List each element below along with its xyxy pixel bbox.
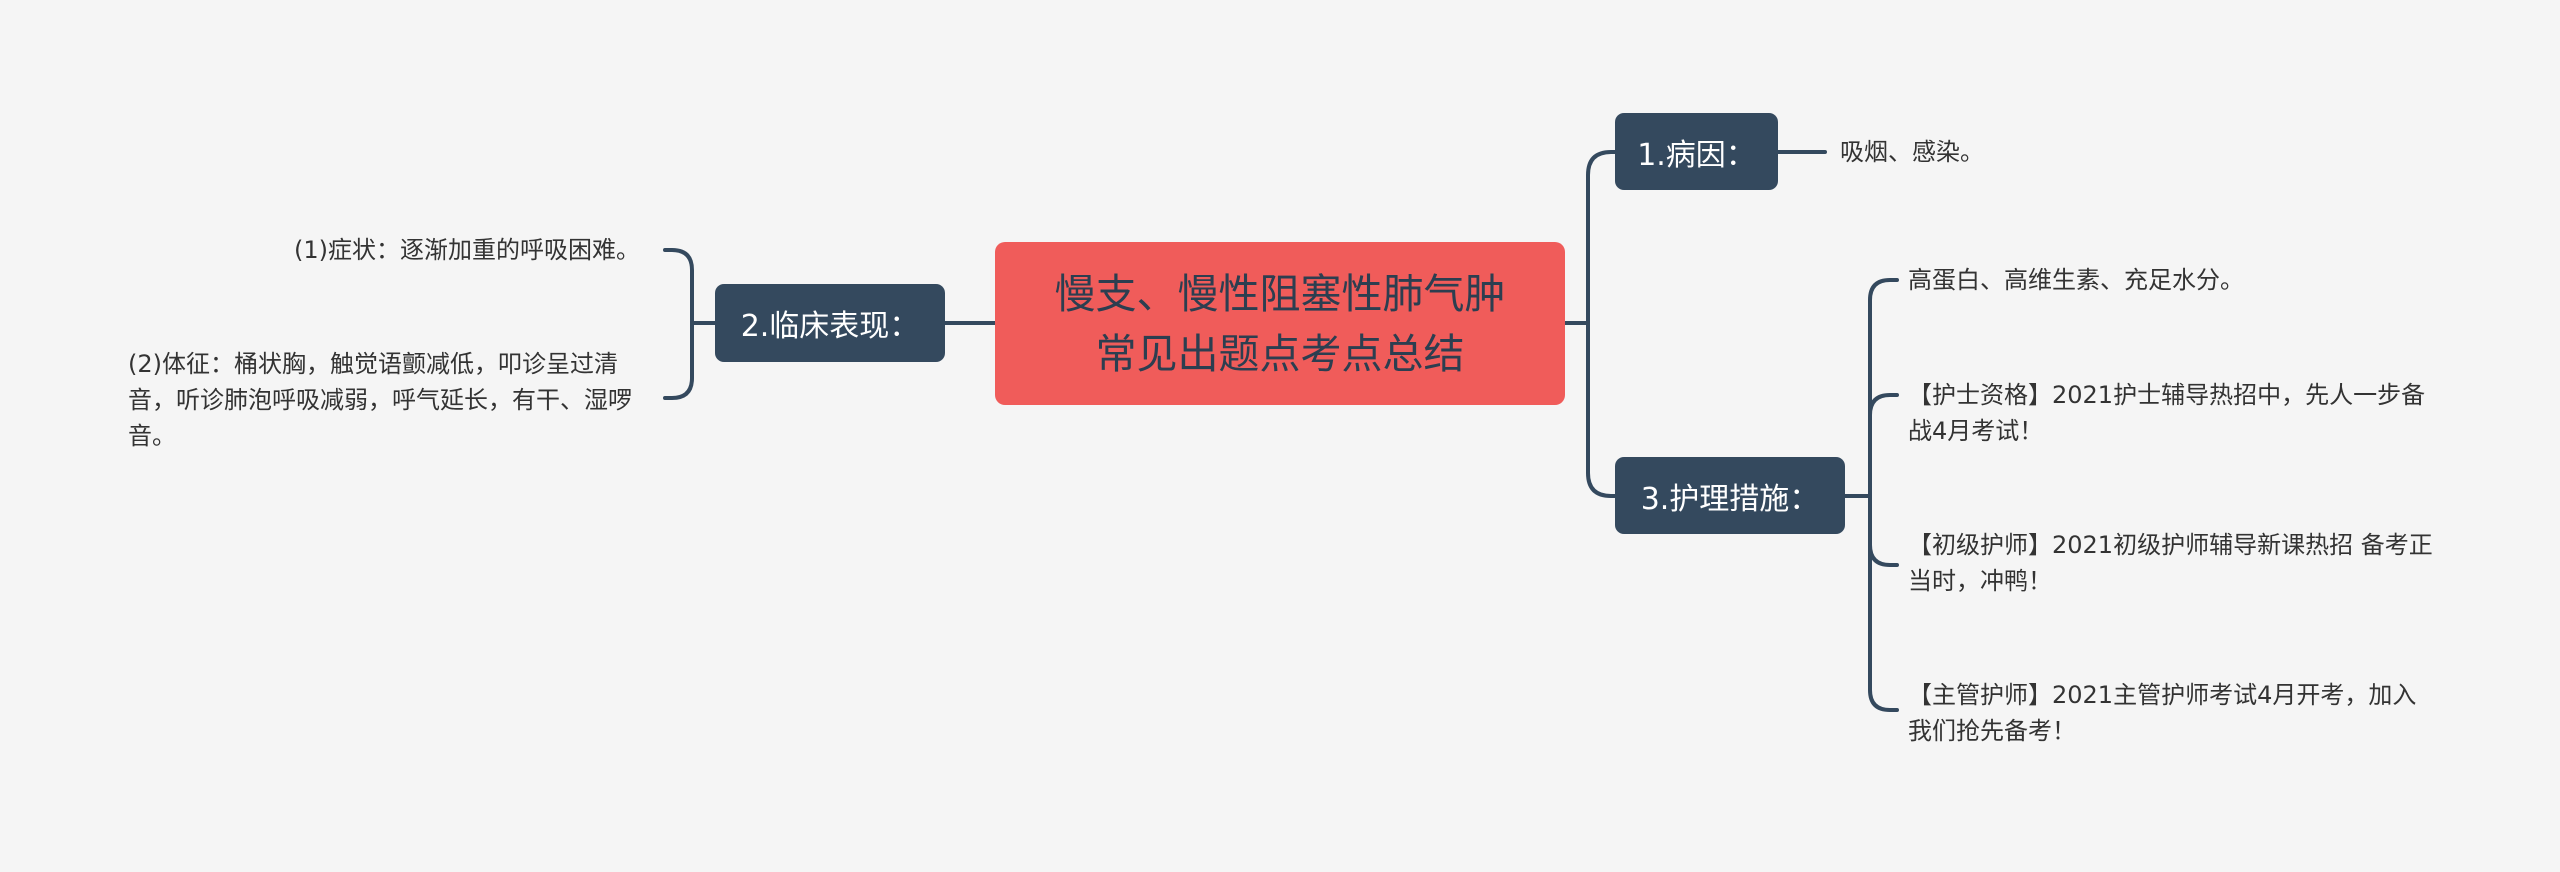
connector-b2-leaf-b	[663, 321, 694, 400]
connector-b3-leaf-a	[1868, 278, 1899, 498]
leaf-nurse-qualification[interactable]: 【护士资格】2021护士辅导热招中，先人一步备战4月考试！	[1908, 381, 2426, 445]
central-topic-line-1: 慢支、慢性阻塞性肺气肿	[1054, 269, 1506, 318]
connector-b2-leaf-a	[663, 248, 694, 325]
central-topic-line-2: 常见出题点考点总结	[1095, 329, 1465, 378]
connector-b3-leaf-c	[1868, 494, 1899, 567]
connector-b3-leaf-b	[1868, 393, 1899, 498]
leaf-symptom[interactable]: (1)症状：逐渐加重的呼吸困难。	[294, 236, 640, 264]
branch-clinical-manifestation[interactable]: 2.临床表现：	[715, 284, 945, 362]
branch-nursing-label: 3.护理措施：	[1640, 481, 1820, 517]
leaf-junior-nurse[interactable]: 【初级护师】2021初级护师辅导新课热招 备考正当时，冲鸭！	[1908, 531, 2433, 595]
leaf-nutrition[interactable]: 高蛋白、高维生素、充足水分。	[1908, 266, 2244, 294]
branch-nursing-measures[interactable]: 3.护理措施：	[1615, 457, 1845, 534]
connector-b3-leaf-d	[1868, 494, 1899, 712]
central-topic[interactable]: 慢支、慢性阻塞性肺气肿 常见出题点考点总结	[995, 242, 1565, 405]
branch-cause-label: 1.病因：	[1637, 137, 1756, 173]
connector-right-spine-lower	[1586, 321, 1617, 498]
leaf-supervisor-nurse[interactable]: 【主管护师】2021主管护师考试4月开考，加入我们抢先备考！	[1908, 681, 2417, 745]
leaf-sign[interactable]: (2)体征：桶状胸，触觉语颤减低，叩诊呈过清音，听诊肺泡呼吸减弱，呼气延长，有干…	[128, 350, 632, 450]
connector-right-spine	[1586, 150, 1617, 325]
leaf-cause[interactable]: 吸烟、感染。	[1840, 138, 1984, 166]
branch-clinical-label: 2.临床表现：	[740, 309, 920, 344]
branch-cause[interactable]: 1.病因：	[1615, 113, 1778, 190]
